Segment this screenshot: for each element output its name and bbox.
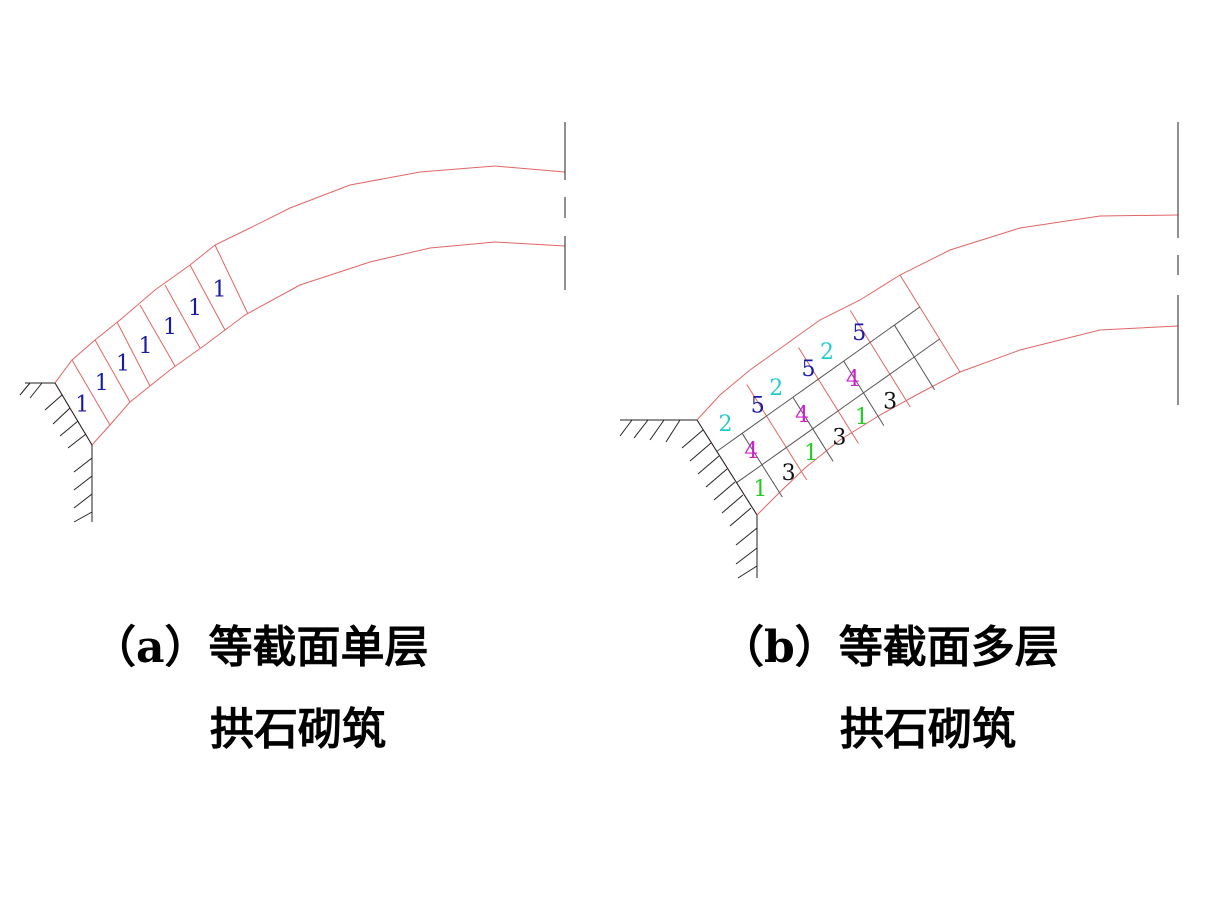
figure-a-caption-line2: 拱石砌筑 bbox=[210, 704, 386, 755]
figure-b-caption-line1: （b）等截面多层 bbox=[720, 622, 1059, 673]
figure-b-stone-label: 2 bbox=[769, 376, 783, 401]
figure-b-stagger-joint bbox=[761, 464, 783, 498]
figure-b-layer-line bbox=[843, 342, 870, 362]
figure-b-layer-line bbox=[767, 396, 794, 416]
figure-b-stone-label: 3 bbox=[883, 389, 897, 414]
figure-a-stone-label: 1 bbox=[95, 371, 109, 396]
figure-b-stone-label: 4 bbox=[846, 367, 860, 392]
figure-b-stagger-joint bbox=[913, 356, 936, 391]
figure-b-stone-label: 1 bbox=[753, 477, 767, 502]
figure-b-stagger-joint bbox=[792, 396, 814, 430]
figure-b-stagger-joint bbox=[741, 433, 763, 466]
figure-a-stone-label: 1 bbox=[188, 296, 202, 321]
figure-b-joint bbox=[746, 384, 808, 481]
figure-b-layer-line bbox=[837, 392, 864, 412]
figure-b-joint bbox=[849, 310, 911, 408]
figure-b-stagger-joint bbox=[812, 428, 834, 462]
figure-b-stagger-joint bbox=[863, 392, 885, 426]
figure-b-layer-line bbox=[761, 446, 788, 466]
figure-a-stone-label: 1 bbox=[163, 315, 177, 340]
figure-b-stone-label: 1 bbox=[804, 441, 818, 466]
figure-b-stone-label: 4 bbox=[744, 439, 758, 464]
figure-b-layer-line bbox=[787, 428, 814, 448]
figure-b-stone-label: 3 bbox=[782, 461, 796, 486]
figure-b-layer-line bbox=[894, 306, 921, 326]
figure-b-stone-label: 2 bbox=[718, 412, 732, 437]
figure-b-caption-line2: 拱石砌筑 bbox=[840, 704, 1016, 755]
figure-b-stone-label: 5 bbox=[751, 393, 765, 418]
figure-a-joint bbox=[94, 339, 131, 403]
figure-a-stone-label: 1 bbox=[75, 392, 89, 417]
figure-b-stone-label: 5 bbox=[801, 357, 815, 382]
figure-a-joint bbox=[214, 244, 249, 315]
figure-a-joint bbox=[189, 264, 226, 331]
figure-b-grid bbox=[696, 274, 961, 516]
figure-a-stone-label: 1 bbox=[139, 334, 153, 359]
figure-b-joint bbox=[798, 347, 859, 444]
figure-b-stone-label: 2 bbox=[820, 340, 834, 365]
figure-a-caption-line1: （a）等截面单层 bbox=[92, 622, 429, 673]
figure-a-joint bbox=[71, 359, 111, 426]
figure-b-joint bbox=[899, 274, 961, 373]
figure-b-stone-label: 5 bbox=[852, 321, 866, 346]
figure-b-stone-label: 4 bbox=[795, 403, 809, 428]
figure-b-layer-line bbox=[812, 410, 839, 430]
figure-b-layer-line bbox=[888, 356, 915, 376]
figure-b-stagger-joint bbox=[894, 324, 915, 358]
figure-b-layer-line bbox=[741, 414, 768, 434]
figure-b-stone-label: 3 bbox=[832, 425, 846, 450]
figure-a-stone-label: 1 bbox=[116, 352, 130, 377]
figure-b-layer-line bbox=[868, 324, 895, 344]
figure-a-abutment bbox=[19, 382, 93, 523]
figure-b-layer-line bbox=[716, 432, 743, 452]
figure-b-stagger-joint bbox=[843, 360, 864, 394]
figure-b-layer-line bbox=[736, 464, 763, 484]
figure-b-abutment bbox=[619, 419, 758, 579]
figure-b-layer-line bbox=[792, 378, 819, 398]
figure-a-joint bbox=[116, 321, 151, 387]
figure-a-joint bbox=[139, 304, 176, 367]
figure-a-intrados bbox=[91, 241, 566, 446]
figure-a-joint bbox=[164, 284, 201, 349]
figure-b-intrados bbox=[756, 325, 1179, 516]
figure-b-extrados bbox=[696, 214, 1179, 421]
figure-b-layer-line bbox=[863, 374, 890, 394]
figure-b-stone-label: 1 bbox=[855, 405, 869, 430]
figure-b-layer-line bbox=[913, 338, 940, 358]
figure-a-stone-label: 1 bbox=[213, 278, 227, 303]
figure-b-layer-line bbox=[818, 360, 844, 380]
